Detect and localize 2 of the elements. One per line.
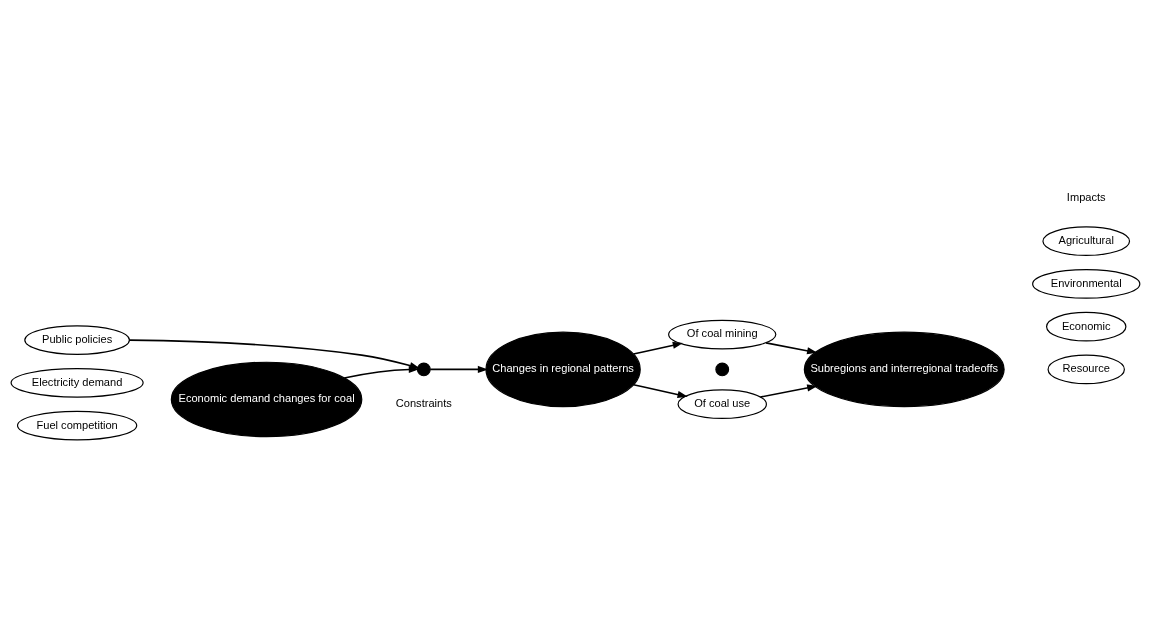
label: Impacts (1066, 191, 1106, 204)
node-label: Constraints (395, 397, 452, 410)
